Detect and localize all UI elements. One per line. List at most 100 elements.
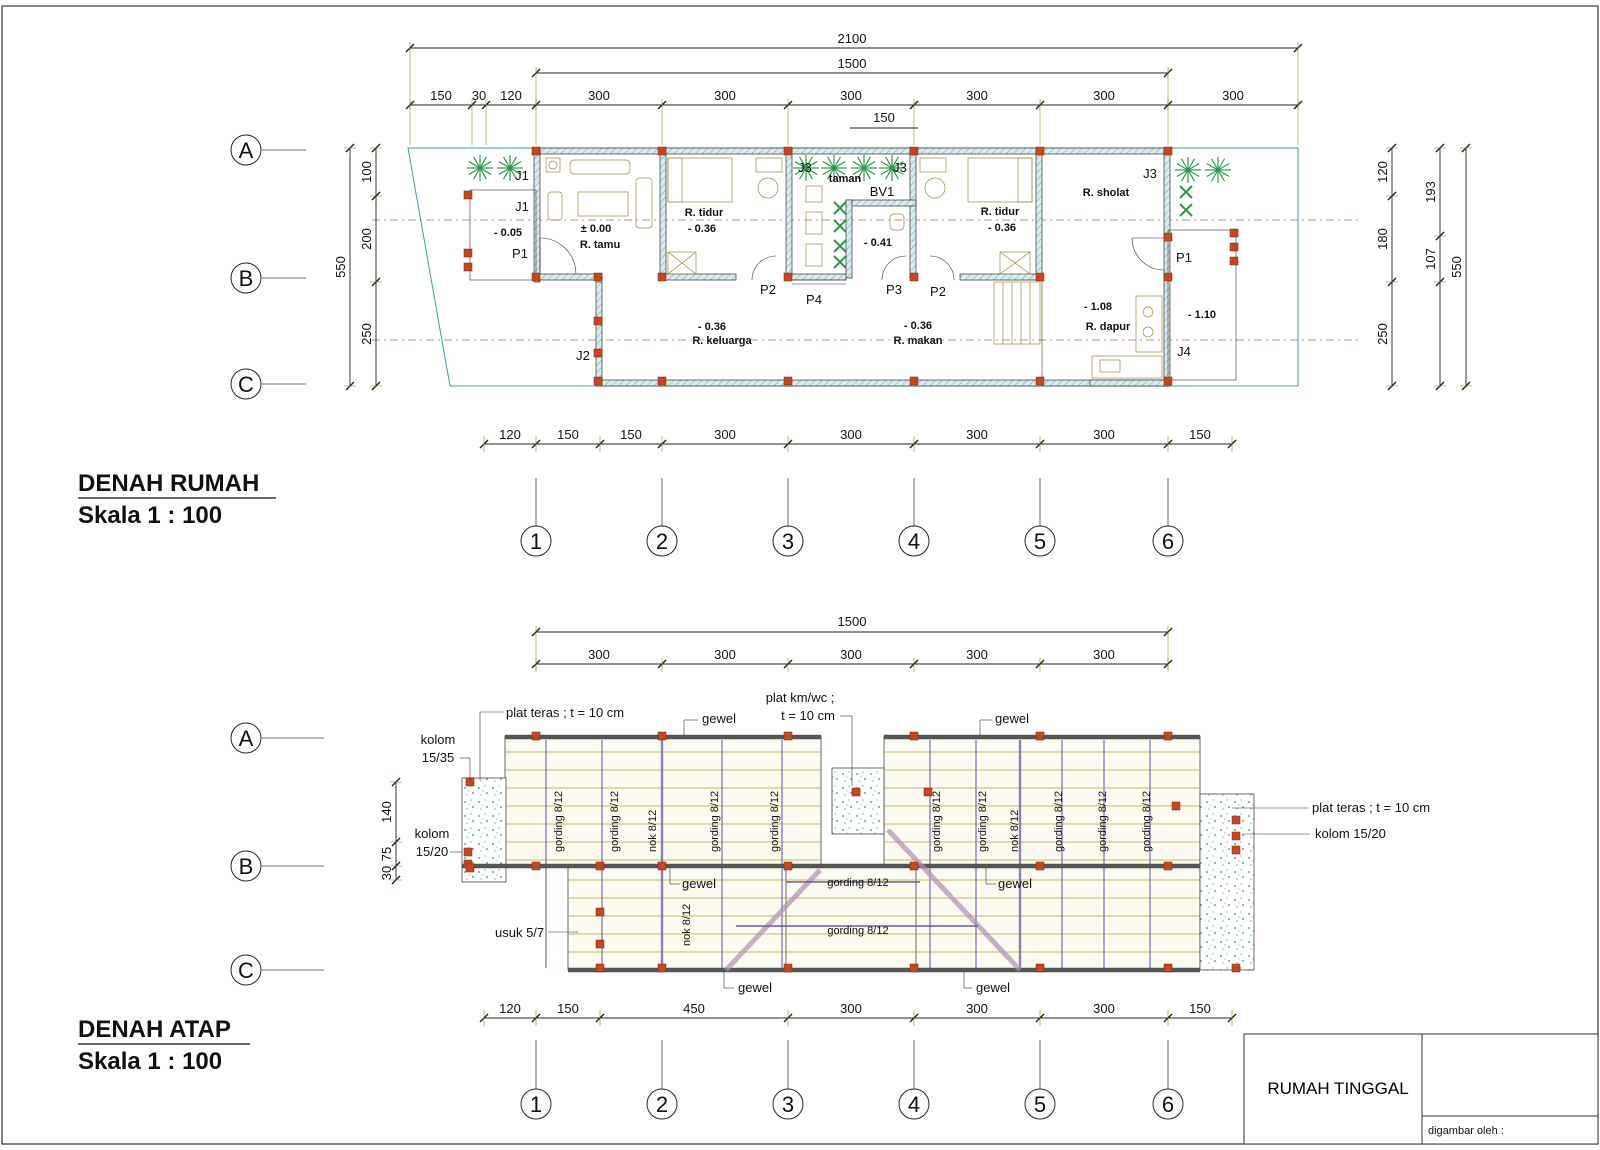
- plan-top-seg-label: 300: [714, 88, 736, 103]
- column: [783, 963, 793, 973]
- plan-bot-seg-label: 120: [499, 427, 521, 442]
- column: [657, 376, 667, 386]
- wall-bed2-bottom: [959, 273, 1041, 281]
- gording-mid-label-1: gording 8/12: [827, 877, 888, 889]
- column: [531, 731, 541, 741]
- roof-grid-col-1-label: 1: [530, 1092, 542, 1117]
- room-makan-level: - 0.36: [904, 320, 932, 332]
- room-km-level: - 0.41: [864, 237, 892, 249]
- note-kolom-1535: kolom: [421, 732, 456, 747]
- plan-top-seg-label: 300: [840, 88, 862, 103]
- wall-top: [535, 147, 1169, 155]
- plant-leaf: [863, 156, 872, 169]
- grid-row-c-circle: [230, 368, 262, 400]
- column: [593, 272, 603, 282]
- teras-right: [1167, 229, 1237, 381]
- stairs: [993, 281, 1041, 345]
- column: [1231, 831, 1241, 841]
- plan-bot-seg-label: 150: [620, 427, 642, 442]
- roof-bot-seg-label: 150: [557, 1001, 579, 1016]
- plat-km: [831, 767, 885, 835]
- column: [657, 146, 667, 156]
- plant-leaf: [863, 160, 876, 169]
- plan-top-seg-label: 300: [588, 88, 610, 103]
- column: [1163, 272, 1173, 282]
- column: [595, 963, 605, 973]
- plan-scale: Skala 1 : 100: [78, 502, 222, 529]
- plant-leaf: [798, 156, 807, 169]
- opening-j3c: J3: [1143, 166, 1157, 181]
- plan-bot-seg-label: 300: [840, 427, 862, 442]
- shrub: [1179, 203, 1193, 217]
- grid-col-5-label: 5: [1034, 529, 1046, 554]
- plan-right-inner-label: 180: [1375, 228, 1390, 250]
- roof-grid-row-b-label: B: [239, 854, 254, 879]
- label-bv1: BV1: [870, 184, 895, 199]
- sheet-border: [1, 5, 1599, 1145]
- plant-leaf: [468, 167, 481, 176]
- roof-row-markers: ABC: [230, 722, 324, 986]
- opening-j1b: J1: [515, 199, 529, 214]
- wall-km-bottom: [785, 273, 847, 281]
- opening-p2b: P2: [930, 284, 946, 299]
- note-kolom-right: kolom 15/20: [1315, 826, 1386, 841]
- column: [1035, 963, 1045, 973]
- opening-j2: J2: [576, 348, 590, 363]
- plant-leaf: [794, 167, 807, 176]
- plan-bot-seg-label: 300: [966, 427, 988, 442]
- roof-bot-seg-label: 450: [683, 1001, 705, 1016]
- opening-j1a: J1: [515, 168, 529, 183]
- opening-p1-right: P1: [1176, 250, 1192, 265]
- member-label: gording 8/12: [769, 791, 781, 852]
- plan-top-seg-label: 300: [966, 88, 988, 103]
- member-label: gording 8/12: [709, 791, 721, 852]
- member-label: gording 8/12: [1053, 791, 1065, 852]
- note-gewel-bottom-left: gewel: [738, 980, 772, 995]
- plant-leaf: [1187, 162, 1200, 171]
- plant-leaf: [805, 167, 814, 180]
- room-tidur1-level: - 0.36: [688, 223, 716, 235]
- plant-leaf: [856, 156, 865, 169]
- room-dapur: R. dapur: [1086, 321, 1131, 333]
- plant-leaf: [1210, 158, 1219, 171]
- plant-leaf: [884, 167, 893, 180]
- opening-j4: J4: [1177, 344, 1191, 359]
- note-gewel-mid-left: gewel: [682, 876, 716, 891]
- column: [1229, 256, 1239, 266]
- grid-row-b-circle: [230, 262, 262, 294]
- roof-grid-col-3-label: 3: [782, 1092, 794, 1117]
- plant-leaf: [826, 167, 835, 180]
- plan-bot-seg-label: 300: [714, 427, 736, 442]
- bedroom1-furniture: [667, 157, 783, 275]
- grid-col-6-label: 6: [1162, 529, 1174, 554]
- plan-bot-seg-label: 150: [1189, 427, 1211, 442]
- roof-bot-seg-label: 150: [1189, 1001, 1211, 1016]
- plant-leaf: [891, 156, 900, 169]
- roof-title: DENAH ATAP: [78, 1016, 231, 1043]
- teras-right-level: - 1.10: [1188, 309, 1216, 321]
- plant-leaf: [1187, 169, 1200, 178]
- roof-grid-row-c-circle: [230, 954, 262, 986]
- note-plat-km-2: t = 10 cm: [781, 708, 835, 723]
- room-keluarga-level: - 0.36: [698, 321, 726, 333]
- member-label: nok 8/12: [647, 810, 659, 852]
- plant-leaf: [1217, 169, 1230, 178]
- column: [593, 348, 603, 358]
- grid-col-1-circle: [520, 525, 552, 557]
- wall-left-lower: [595, 281, 603, 387]
- plan-left-seg-label: 100: [359, 161, 374, 183]
- column: [463, 262, 473, 272]
- roof-top-seg-label: 300: [1093, 647, 1115, 662]
- column: [1035, 272, 1045, 282]
- plant-leaf: [1206, 169, 1219, 178]
- plan-row-markers: ABC: [230, 134, 306, 400]
- note-gewel-top-left: gewel: [702, 711, 736, 726]
- note-kolom-1520: kolom: [415, 826, 450, 841]
- plant-leaf: [498, 160, 511, 169]
- plant-leaf: [794, 160, 807, 169]
- room-keluarga: R. keluarga: [692, 335, 752, 347]
